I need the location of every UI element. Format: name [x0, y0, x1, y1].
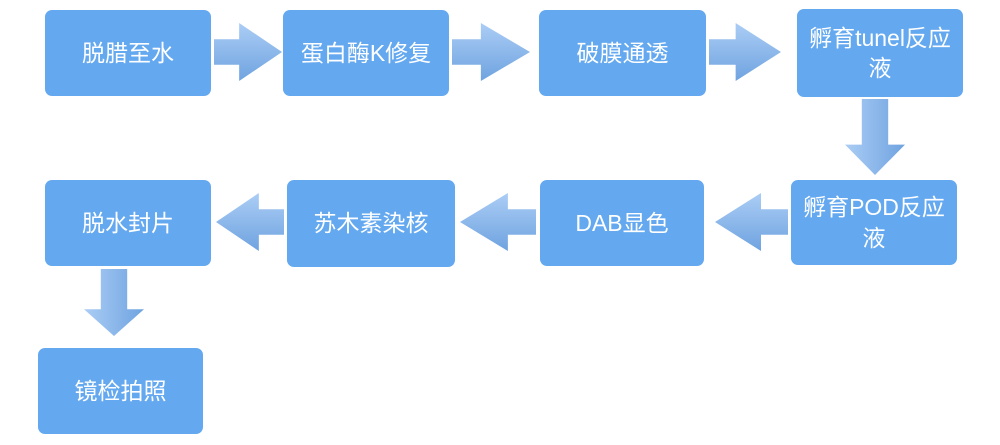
- flow-node-tunel-incubation: 孵育tunel反应液: [797, 9, 963, 97]
- flow-node-dewax-to-water: 脱腊至水: [45, 10, 211, 96]
- flow-arrow-right-3: [709, 23, 781, 81]
- flow-node-membrane-permeabilization: 破膜通透: [539, 10, 706, 96]
- flow-arrow-right-2: [452, 23, 530, 81]
- flow-node-microscopy-photo: 镜检拍照: [38, 348, 203, 434]
- flow-node-dab-color: DAB显色: [540, 180, 704, 266]
- flow-node-proteinase-k-repair: 蛋白酶K修复: [283, 10, 449, 96]
- flow-node-pod-incubation: 孵育POD反应液: [791, 180, 957, 265]
- flow-arrow-right-1: [214, 23, 282, 81]
- flow-arrow-down-1: [845, 99, 905, 175]
- flow-arrow-left-3: [216, 193, 284, 251]
- flow-arrow-left-2: [460, 193, 536, 251]
- flow-node-dehydrate-mount: 脱水封片: [45, 180, 211, 266]
- flow-arrow-down-2: [84, 269, 144, 336]
- flow-node-hematoxylin-stain: 苏木素染核: [287, 180, 455, 267]
- flow-arrow-left-1: [715, 193, 788, 251]
